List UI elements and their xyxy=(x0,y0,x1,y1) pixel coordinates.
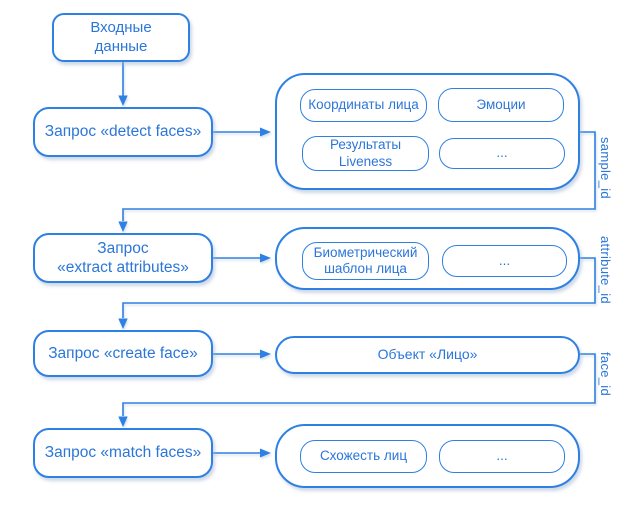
arrowhead-right-icon xyxy=(260,448,271,458)
result-emotions: Эмоции xyxy=(438,88,564,122)
arrowhead-right-icon xyxy=(260,127,271,137)
result-ellipsis-label: ... xyxy=(498,252,511,268)
connector-face-id-feedback xyxy=(122,353,596,416)
connector-attribute-id-feedback xyxy=(122,257,596,318)
result-face-similarity: Схожесть лиц xyxy=(300,440,427,473)
connector-sample-id-feedback xyxy=(122,131,596,221)
arrowheads xyxy=(118,95,271,458)
request-extract-line1: Запрос xyxy=(97,239,149,257)
label-sample-id: sample_id xyxy=(598,137,613,199)
result-ellipsis-label: ... xyxy=(496,448,508,464)
request-extract-line2: «extract attributes» xyxy=(57,259,189,276)
arrowhead-down-icon xyxy=(118,318,128,329)
request-match-faces-label: Запрос «match faces» xyxy=(44,444,202,462)
request-extract-attributes-label: Запрос «extract attributes» xyxy=(57,239,189,278)
label-face-id: face_id xyxy=(598,352,613,397)
result-ellipsis: ... xyxy=(442,245,567,277)
node-face-object-label: Объект «Лицо» xyxy=(377,346,478,363)
group-detect-results: Координаты лица Эмоции Результаты Livene… xyxy=(275,73,580,190)
arrowhead-down-icon xyxy=(118,416,128,427)
result-ellipsis: ... xyxy=(439,138,565,169)
result-liveness-label: Результаты Liveness xyxy=(329,137,402,169)
connector-paths xyxy=(122,62,596,454)
node-request-match-faces: Запрос «match faces» xyxy=(33,428,213,478)
label-attribute-id: attribute_id xyxy=(598,236,613,304)
node-request-detect-faces: Запрос «detect faces» xyxy=(33,107,213,157)
result-face-coordinates: Координаты лица xyxy=(300,89,427,122)
result-biometric-template-label: Биометрический шаблон лица xyxy=(313,244,418,276)
result-emotions-label: Эмоции xyxy=(476,96,526,112)
group-extract-results: Биометрический шаблон лица ... xyxy=(275,227,580,290)
result-liveness: Результаты Liveness xyxy=(302,136,429,171)
result-ellipsis-label: ... xyxy=(496,145,508,161)
arrowhead-down-icon xyxy=(118,221,128,232)
node-input-data: Входные данные xyxy=(52,13,190,62)
result-face-similarity-label: Схожесть лиц xyxy=(319,448,408,464)
arrowhead-right-icon xyxy=(260,349,271,359)
node-request-extract-attributes: Запрос «extract attributes» xyxy=(33,233,213,283)
arrowhead-right-icon xyxy=(260,253,271,263)
request-create-face-label: Запрос «create face» xyxy=(48,344,198,362)
group-match-results: Схожесть лиц ... xyxy=(275,424,580,488)
result-face-coordinates-label: Координаты лица xyxy=(308,97,419,113)
node-request-create-face: Запрос «create face» xyxy=(33,330,213,377)
arrowhead-down-icon xyxy=(118,95,128,106)
result-ellipsis: ... xyxy=(439,440,565,473)
node-face-object: Объект «Лицо» xyxy=(275,336,580,374)
request-detect-faces-label: Запрос «detect faces» xyxy=(44,123,202,141)
result-biometric-template: Биометрический шаблон лица xyxy=(302,242,429,280)
node-input-data-label: Входные данные xyxy=(90,18,152,55)
